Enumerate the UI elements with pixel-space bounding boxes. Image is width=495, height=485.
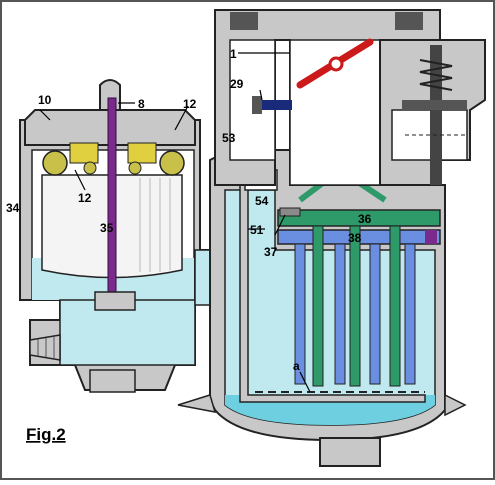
air-channel bbox=[214, 9, 441, 186]
float-levers bbox=[42, 142, 185, 176]
blue-tubes bbox=[294, 243, 416, 385]
label-37: 37 bbox=[264, 245, 278, 259]
drain-plug bbox=[89, 369, 136, 393]
spring-coil bbox=[419, 59, 453, 91]
label-29: 29 bbox=[230, 77, 244, 91]
nipple-ribs bbox=[37, 337, 55, 358]
jet-37 bbox=[279, 207, 301, 217]
label-10: 10 bbox=[38, 93, 52, 107]
label-1: 1 bbox=[230, 47, 237, 61]
label-36: 36 bbox=[358, 212, 372, 226]
throttle-pivot bbox=[328, 56, 344, 72]
callout-labels: 1 29 53 54 51 37 36 38 a 8 10 12 12 34 3… bbox=[6, 47, 372, 373]
label-a: a bbox=[293, 359, 300, 373]
top-right-nut bbox=[395, 12, 423, 30]
float-hatching bbox=[139, 178, 171, 272]
label-12-left: 12 bbox=[78, 191, 92, 205]
left-lug bbox=[177, 394, 217, 413]
label-53: 53 bbox=[222, 131, 236, 145]
figure-caption: Fig.2 bbox=[26, 425, 66, 444]
plate-38-end bbox=[425, 230, 437, 244]
inlet-passage bbox=[59, 299, 196, 366]
label-35: 35 bbox=[100, 221, 114, 235]
right-lug bbox=[444, 393, 467, 417]
label-51: 51 bbox=[250, 223, 264, 237]
top-left-nut bbox=[230, 12, 258, 30]
green-tubes bbox=[312, 225, 401, 387]
diaphragm bbox=[402, 100, 467, 110]
spring-stem bbox=[430, 45, 442, 185]
valve-seat bbox=[94, 291, 136, 311]
regulator bbox=[379, 39, 486, 186]
label-38: 38 bbox=[348, 231, 362, 245]
screw-29 bbox=[262, 100, 292, 110]
label-12-right: 12 bbox=[183, 97, 197, 111]
label-54: 54 bbox=[255, 194, 269, 208]
screw-29-head bbox=[252, 96, 262, 114]
label-8: 8 bbox=[138, 97, 145, 111]
inlet-nipple bbox=[29, 334, 61, 361]
label-34: 34 bbox=[6, 201, 20, 215]
leader-lines bbox=[39, 52, 311, 393]
float-chamber bbox=[19, 79, 216, 393]
bottom-plug bbox=[319, 437, 381, 467]
